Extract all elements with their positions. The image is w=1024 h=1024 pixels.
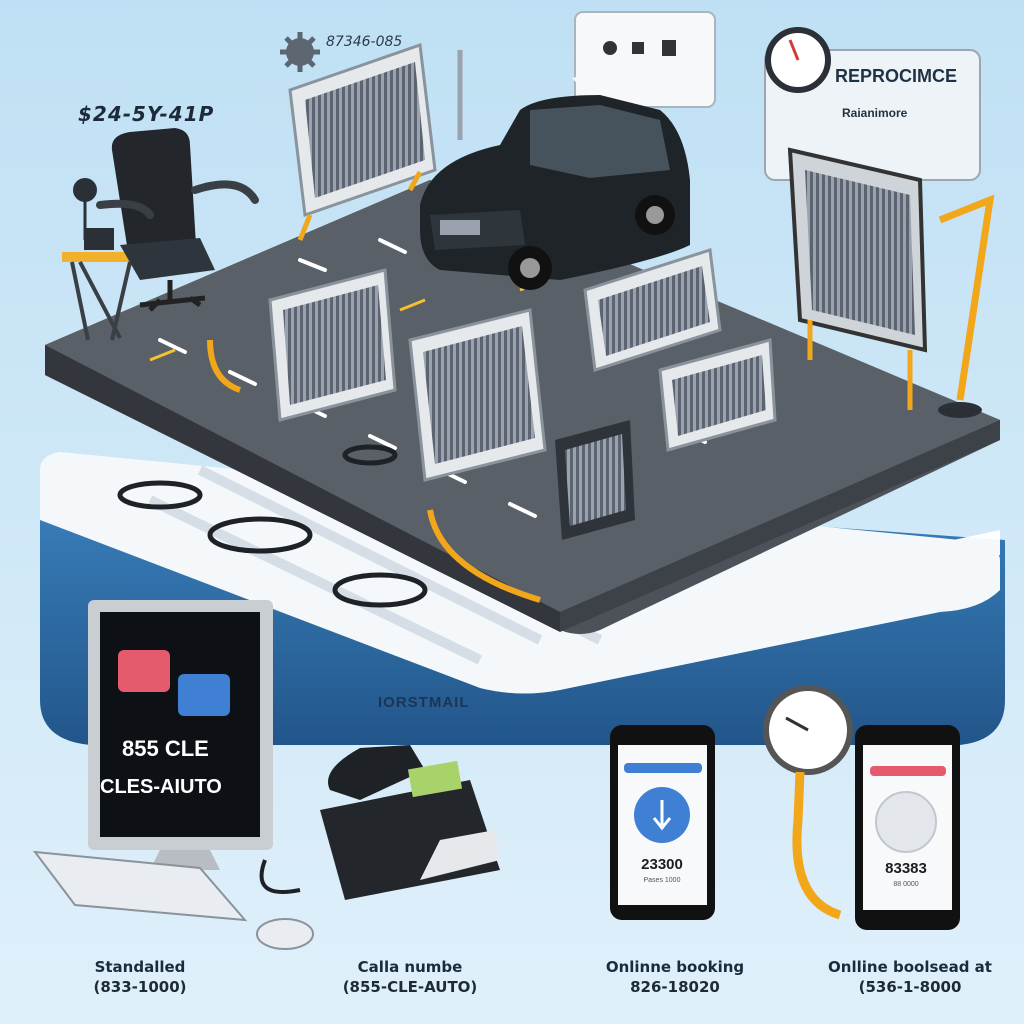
monitor-line-1: 855 CLE — [122, 736, 209, 761]
caption-online-booking: Onlinne booking 826-18020 — [560, 958, 790, 996]
suv-car — [420, 95, 690, 290]
caption-subtitle: (833-1000) — [93, 978, 187, 996]
radiator-center — [408, 308, 547, 482]
radiator-right — [787, 147, 995, 418]
caption-standalled: Standalled (833-1000) — [40, 958, 240, 996]
phone-1-caption: Pases 1000 — [643, 877, 681, 884]
caption-subtitle: 826-18020 — [630, 978, 720, 996]
desk-phone — [259, 745, 500, 900]
info-sign — [572, 11, 716, 108]
caption-title: Onlinne booking — [605, 958, 745, 976]
phone-1-number: 23300 — [641, 856, 683, 873]
radiator-center-left — [268, 268, 397, 422]
monitor-line-2: CLES-AIUTO — [100, 776, 222, 798]
gear-icon — [280, 32, 320, 72]
base-label: IORSTMAIL — [378, 694, 470, 711]
caption-title: Standalled — [94, 958, 186, 976]
radiator-front — [555, 420, 635, 540]
computer-monitor — [32, 600, 314, 950]
caption-subtitle: (855-CLE-AUTO) — [342, 978, 478, 996]
caption-title: Calla numbe — [357, 958, 463, 976]
price-label: $24-5Y-41P — [78, 102, 215, 126]
caption-online-booked: Onlline boolsead at (536-1-8000 — [800, 958, 1020, 996]
office-chair — [62, 128, 259, 341]
caption-call-number: Calla numbe (855-CLE-AUTO) — [300, 958, 520, 996]
phone-2-caption: 88 0000 — [893, 881, 919, 888]
radiator-top-left — [288, 42, 463, 241]
smartphone-right — [855, 725, 960, 930]
gear-code-label: 87346-085 — [326, 34, 403, 50]
smartphone-left — [610, 725, 715, 920]
caption-title: Onlline boolsead at — [828, 958, 992, 976]
sign-title: REPROCIMCE — [835, 66, 958, 86]
radiator-center-right — [583, 248, 777, 452]
pressure-gauge-icon — [763, 685, 853, 920]
phone-2-number: 83383 — [885, 860, 927, 877]
caption-subtitle: (536-1-8000 — [858, 978, 962, 996]
hoses — [117, 339, 541, 608]
sign-subtitle: Raianimore — [842, 106, 908, 120]
